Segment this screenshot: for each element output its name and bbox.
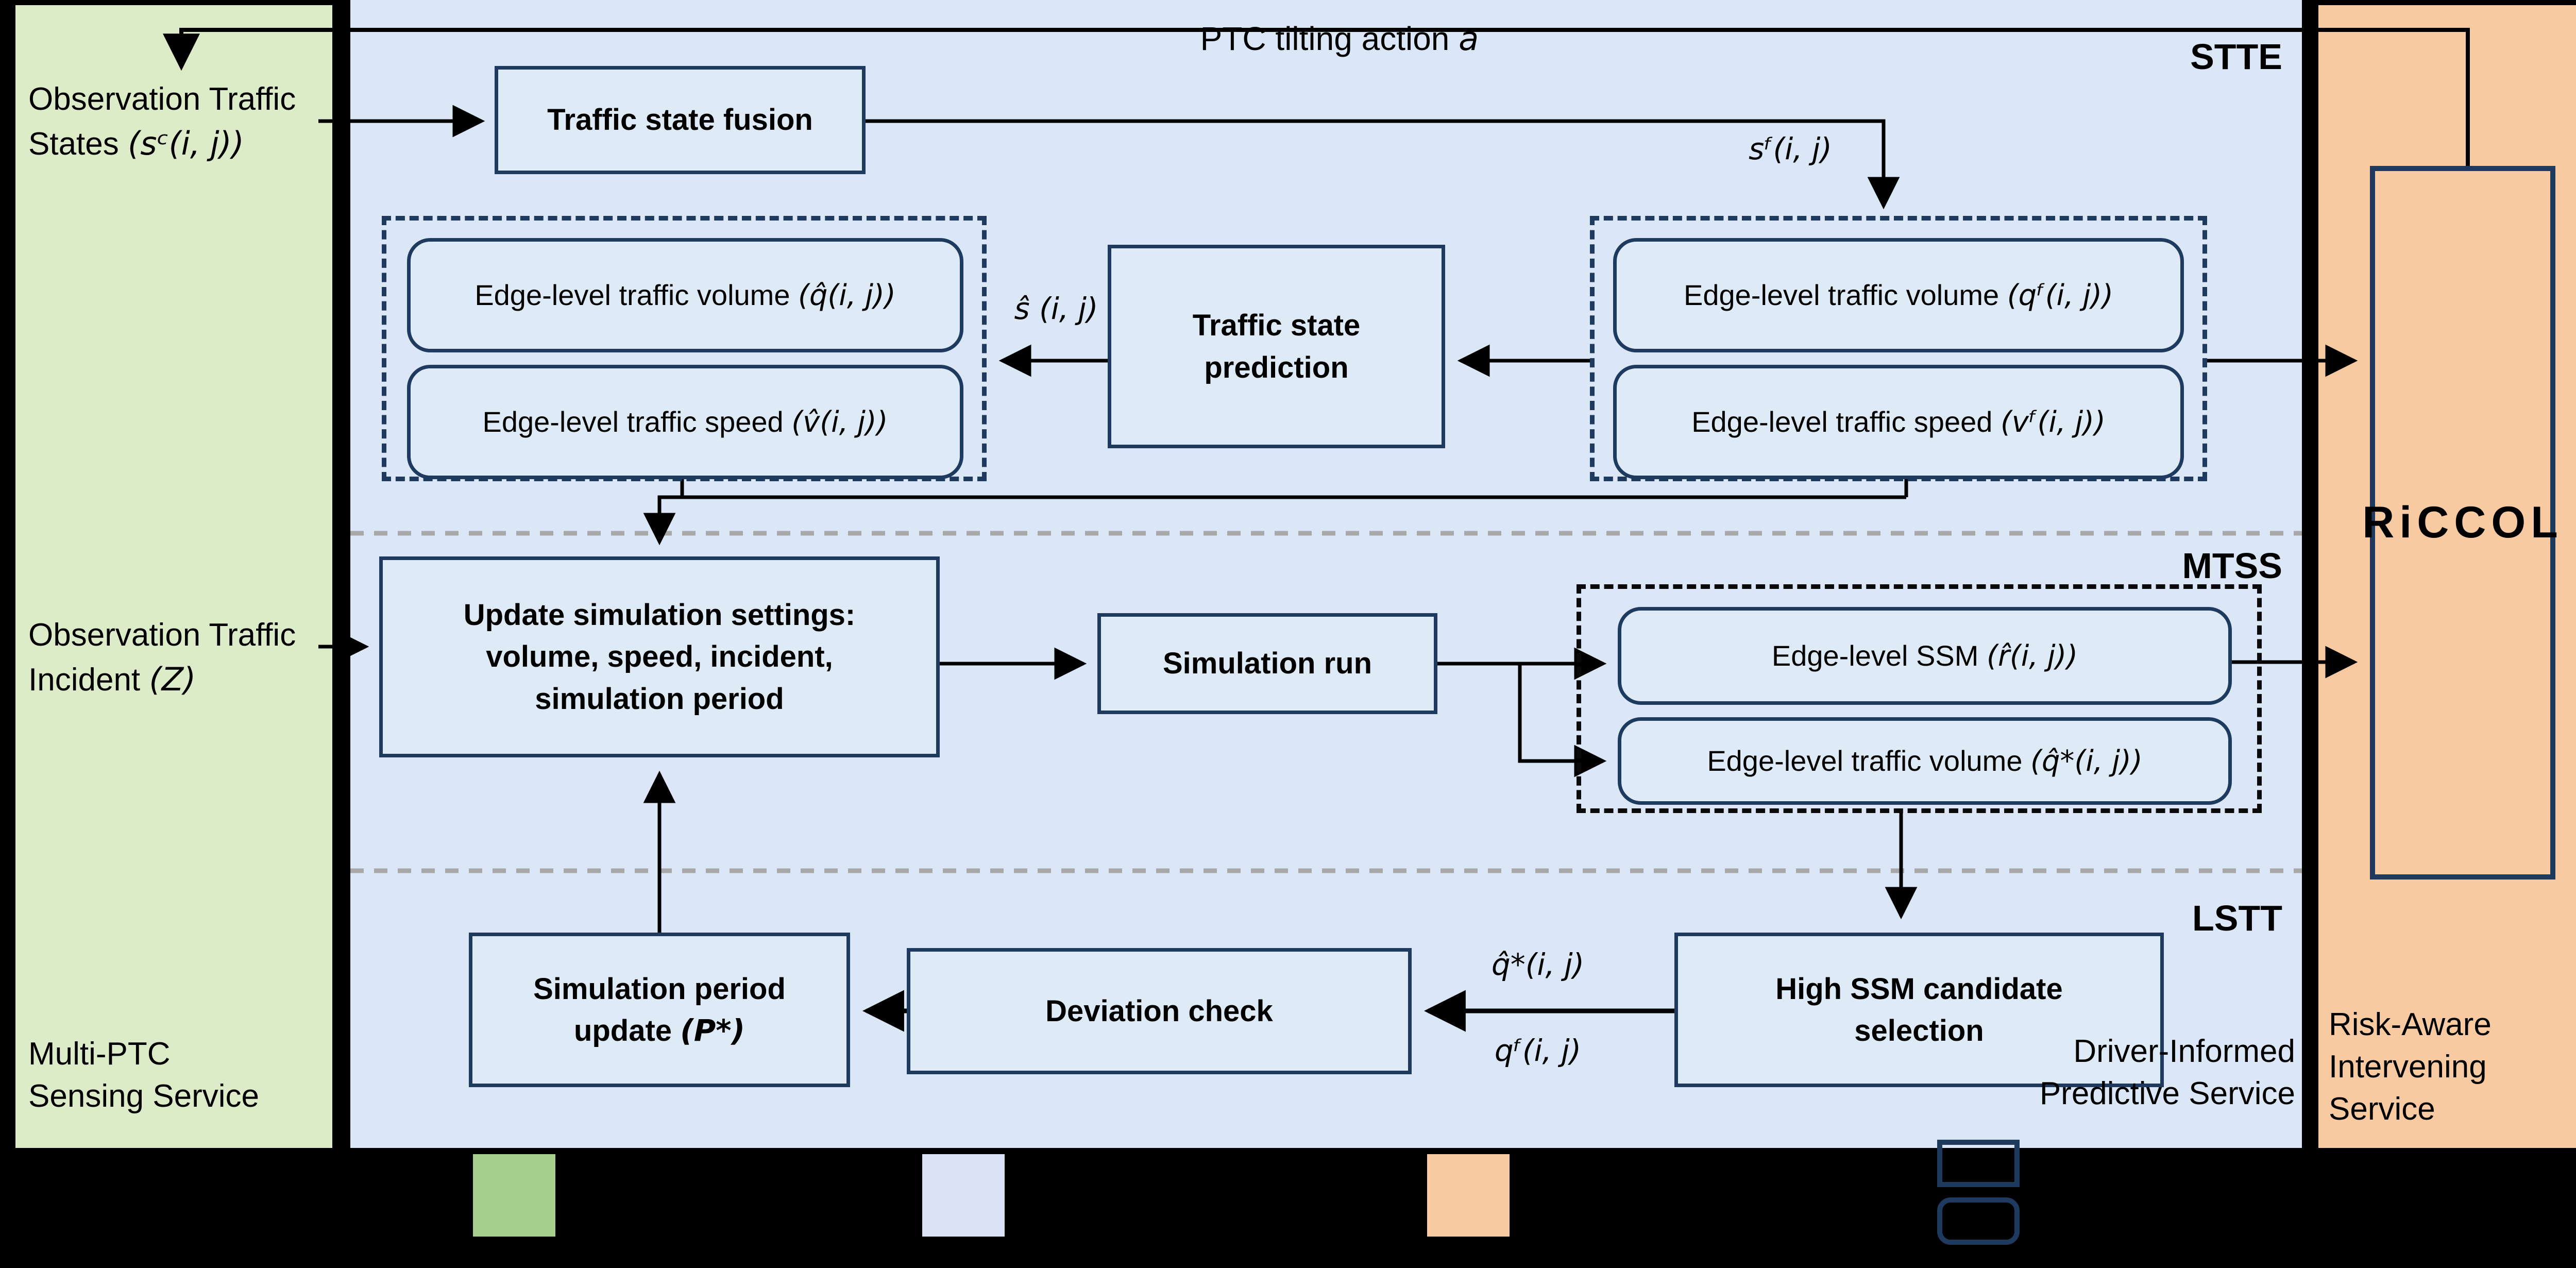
- simulated-volume-box: Edge-level traffic volume (q̂*(i, j)): [1618, 717, 2232, 805]
- multi-ptc-sensing-panel: [15, 5, 332, 1148]
- predicted-speed-box: Edge-level traffic speed (v̂(i, j)): [407, 365, 963, 479]
- legend-swatch-data-outline: [1937, 1197, 2020, 1245]
- section-label-lstt: LSTT: [2192, 898, 2282, 938]
- q-star-label: q̂*(i, j): [1491, 947, 1585, 982]
- fused-speed-box: Edge-level traffic speed (vᶠ(i, j)): [1613, 365, 2184, 479]
- predictive-service-footer: Driver-Informed Predictive Service: [2039, 1034, 2295, 1111]
- simulated-outputs-group: [1577, 584, 2262, 813]
- legend-swatch-intervening-orange: [1427, 1154, 1510, 1237]
- section-label-stte: STTE: [2190, 37, 2282, 77]
- deviation-check-box: Deviation check: [907, 948, 1412, 1074]
- states-to-update: [643, 495, 1906, 546]
- riccol-box: RiCCOL: [2362, 166, 2558, 880]
- legend-swatch-sensing-green: [473, 1154, 555, 1237]
- section-label-mtss: MTSS: [2182, 546, 2282, 586]
- simrun-to-volume: [1518, 664, 1607, 777]
- edge-ssm-box: Edge-level SSM (r̂(i, j)): [1618, 607, 2232, 705]
- s-hat-label: ŝ (i, j): [1014, 291, 1098, 326]
- observation-states-label: Observation Traffic States (sᶜ(i, j)): [28, 81, 296, 162]
- ptc-tilting-action-label: PTC tilting action a: [1200, 20, 1479, 58]
- simulation-run-box: Simulation run: [1097, 613, 1437, 714]
- ptc-feedback-line: [163, 28, 2470, 166]
- predicted-volume-box: Edge-level traffic volume (q̂(i, j)): [407, 238, 963, 352]
- s-f-label: sᶠ(i, j): [1749, 131, 1832, 166]
- fused-volume-box: Edge-level traffic volume (qᶠ(i, j)): [1613, 238, 2184, 352]
- observation-incident-label: Observation Traffic Incident (Z): [28, 617, 296, 698]
- traffic-state-fusion-box: Traffic state fusion: [495, 66, 866, 174]
- intervening-service-footer: Risk-Aware Intervening Service: [2329, 1007, 2492, 1127]
- legend-swatch-process-outline: [1937, 1140, 2020, 1187]
- update-settings-box: Update simulation settings:volume, speed…: [379, 556, 940, 757]
- legend-swatch-predictive-blue: [922, 1154, 1005, 1237]
- sensing-service-footer: Multi-PTC Sensing Service: [28, 1036, 260, 1114]
- fusion-to-fused-states: [866, 119, 1900, 210]
- q-f-label: qᶠ(i, j): [1494, 1033, 1582, 1068]
